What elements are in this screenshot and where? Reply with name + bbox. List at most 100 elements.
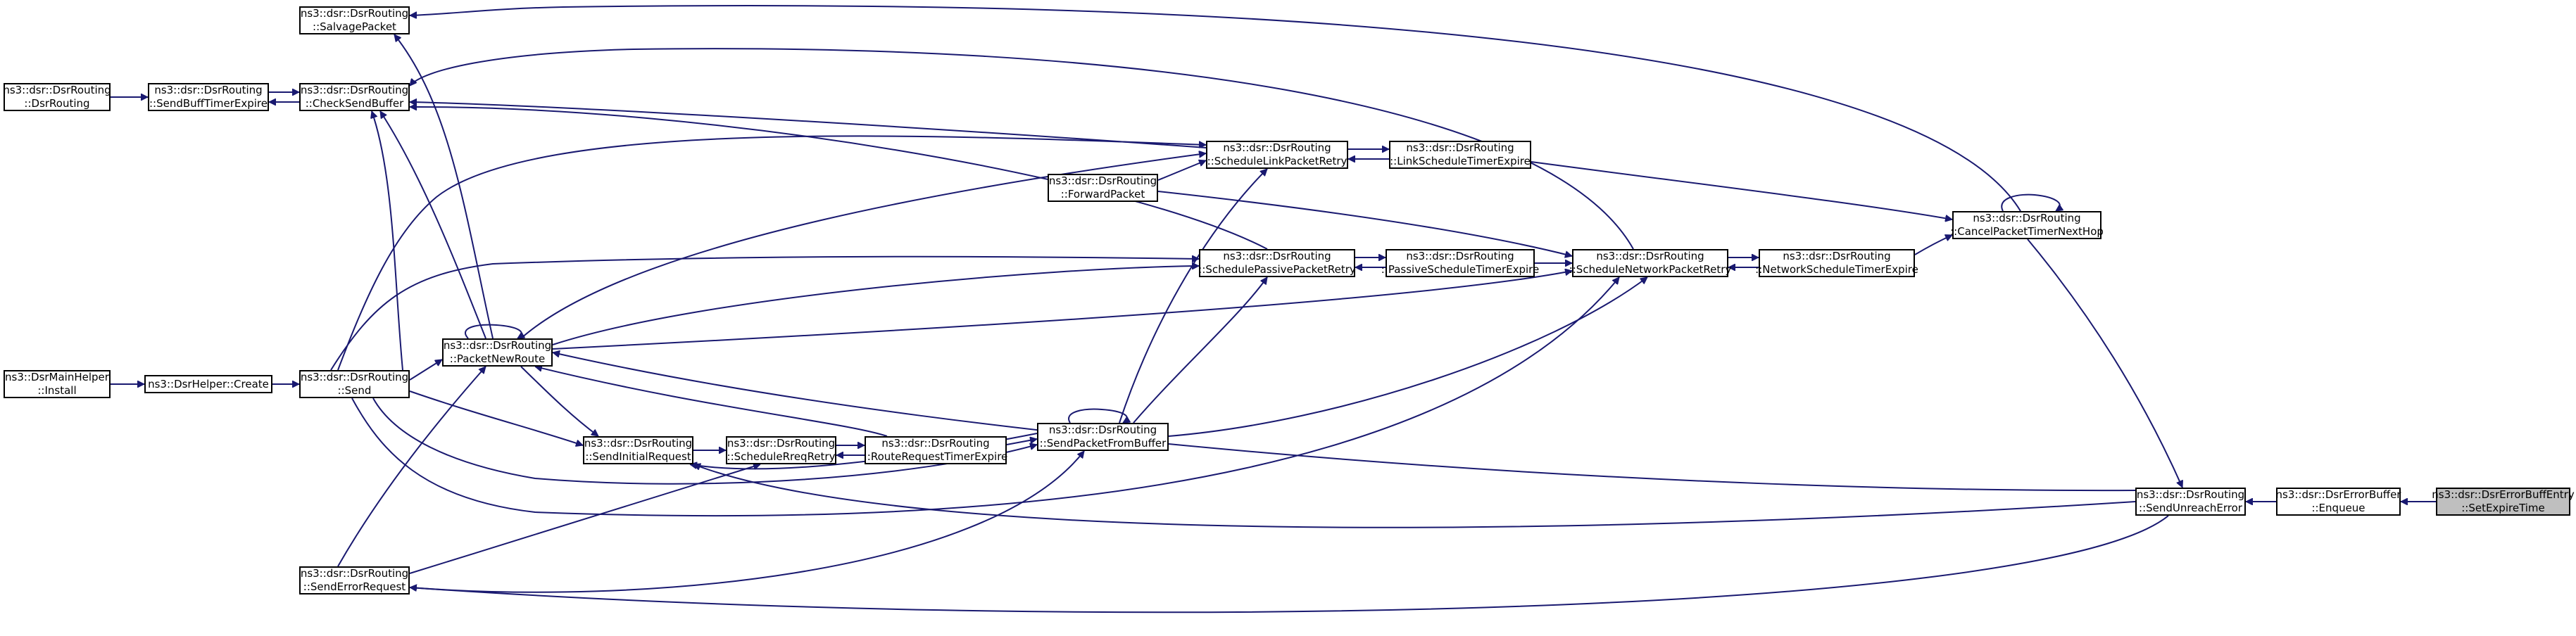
- node-forward-packet[interactable]: ns3::dsr::DsrRouting ::ForwardPacket: [1048, 174, 1158, 202]
- edge-packetnewroute-to-salvage: [394, 34, 494, 339]
- edge-sendpacketfrombuffer-to-schedulepassiveretry: [1133, 277, 1268, 424]
- node-label-line1: ns3::dsr::DsrRouting: [1406, 141, 1514, 154]
- edge-send-to-schedulepassiveretry: [330, 257, 1199, 371]
- node-label-line2: ::SendPacketFromBuffer: [1039, 437, 1167, 450]
- node-label-line1: ns3::DsrMainHelper: [5, 371, 109, 383]
- node-label-line1: ns3::dsr::DsrErrorBuffEntry: [2432, 488, 2575, 501]
- node-schedule-link-packet-retry[interactable]: ns3::dsr::DsrRouting ::ScheduleLinkPacke…: [1206, 141, 1348, 169]
- node-label-line1: ns3::dsr::DsrRouting: [1223, 250, 1331, 262]
- node-route-request-timer-expire[interactable]: ns3::dsr::DsrRouting ::RouteRequestTimer…: [863, 436, 1008, 464]
- node-label-line1: ns3::dsr::DsrRouting: [300, 371, 409, 383]
- node-label-line1: ns3::dsr::DsrRouting: [584, 437, 693, 450]
- node-label-line2: ::PassiveScheduleTimerExpire: [1381, 263, 1540, 276]
- node-passive-schedule-timer-expire[interactable]: ns3::dsr::DsrRouting ::PassiveScheduleTi…: [1381, 249, 1539, 277]
- node-label-line2: ::Enqueue: [2311, 502, 2365, 514]
- edge-packetnewroute-self: [465, 324, 522, 339]
- edge-send-to-checksendbuffer: [372, 111, 403, 371]
- node-label-line2: ::DsrRouting: [24, 97, 90, 110]
- node-label-line2: ::PacketNewRoute: [449, 352, 546, 365]
- edge-packetnewroute-to-schedulenetworkretry: [552, 271, 1572, 350]
- node-label-line2: ::ScheduleNetworkPacketRetry: [1569, 263, 1732, 276]
- node-label-line1: ns3::dsr::DsrRouting: [3, 84, 111, 96]
- node-label-line2: ::ForwardPacket: [1060, 188, 1145, 201]
- node-dsr-helper-create[interactable]: ns3::DsrHelper::Create: [144, 375, 272, 393]
- node-check-send-buffer[interactable]: ns3::dsr::DsrRouting ::CheckSendBuffer: [299, 83, 410, 111]
- edge-send-to-packetnewroute: [409, 359, 442, 381]
- edge-routerequesttimer-to-sendpacketfrombuffer: [1006, 439, 1037, 445]
- edge-linkscheduletimer-to-cancelpackettimer: [1531, 161, 1952, 220]
- node-send-initial-request[interactable]: ns3::dsr::DsrRouting ::SendInitialReques…: [583, 436, 693, 464]
- edge-packetnewroute-to-schedulelinkretry: [520, 153, 1206, 339]
- node-label-line2: ::NetworkScheduleTimerExpire: [1755, 263, 1918, 276]
- edge-sendunreacherror-to-sendinitialrequest: [693, 464, 2136, 528]
- edge-sendunreacherror-to-packetnewroute: [553, 352, 2136, 492]
- node-set-expire-time-current: ns3::dsr::DsrErrorBuffEntry ::SetExpireT…: [2432, 488, 2575, 516]
- node-send-unreach-error[interactable]: ns3::dsr::DsrRouting ::SendUnreachError: [2135, 488, 2246, 516]
- node-label-line2: ::RouteRequestTimerExpire: [863, 450, 1008, 463]
- edge-cancelpackettimer-to-salvage: [410, 5, 2021, 212]
- node-packet-new-route[interactable]: ns3::dsr::DsrRouting ::PacketNewRoute: [442, 338, 553, 367]
- node-link-schedule-timer-expire[interactable]: ns3::dsr::DsrRouting ::LinkScheduleTimer…: [1389, 141, 1531, 169]
- node-send-error-request[interactable]: ns3::dsr::DsrRouting ::SendErrorRequest: [299, 566, 410, 594]
- node-label-line2: ::SendErrorRequest: [303, 580, 406, 593]
- node-label-line1: ns3::dsr::DsrRouting: [300, 567, 409, 580]
- node-label-line1: ns3::dsr::DsrRouting: [1406, 250, 1514, 262]
- node-label-line1: ns3::dsr::DsrRouting: [881, 437, 990, 450]
- node-schedule-rreq-retry[interactable]: ns3::dsr::DsrRouting ::ScheduleRreqRetry: [726, 436, 836, 464]
- node-label-line1: ns3::DsrHelper::Create: [148, 377, 269, 390]
- node-label-line2: ::ScheduleRreqRetry: [727, 450, 836, 463]
- node-label-line1: ns3::dsr::DsrRouting: [1048, 424, 1157, 436]
- edge-networkscheduletimer-to-cancelpackettimer: [1914, 234, 1952, 255]
- edge-sendunreacherror-to-senderrorrequest: [410, 515, 2169, 613]
- node-label-line2: ::LinkScheduleTimerExpire: [1390, 155, 1531, 167]
- edge-forwardpacket-to-schedulenetworkretry: [1157, 191, 1572, 256]
- edge-senderrorrequest-to-schedulereqretry: [409, 464, 760, 574]
- edge-packetnewroute-to-checksendbuffer: [379, 111, 486, 339]
- node-schedule-passive-packet-retry[interactable]: ns3::dsr::DsrRouting ::SchedulePassivePa…: [1198, 249, 1356, 277]
- node-label-line1: ns3::dsr::DsrRouting: [2136, 488, 2245, 501]
- node-label-line2: ::Install: [37, 384, 77, 397]
- node-label-line1: ns3::dsr::DsrRouting: [443, 339, 552, 352]
- edge-senderrorrequest-to-sendpacketfrombuffer: [409, 451, 1085, 593]
- node-cancel-packet-timer-next-hop[interactable]: ns3::dsr::DsrRouting ::CancelPacketTimer…: [1950, 211, 2104, 239]
- node-label-line2: ::SalvagePacket: [313, 20, 396, 33]
- node-send-buff-timer-expire[interactable]: ns3::dsr::DsrRouting ::SendBuffTimerExpi…: [148, 83, 269, 111]
- node-label-line1: ns3::dsr::DsrRouting: [300, 84, 409, 96]
- node-dsr-routing-constructor[interactable]: ns3::dsr::DsrRouting ::DsrRouting: [3, 83, 111, 111]
- node-label-line2: ::SendBuffTimerExpire: [149, 97, 268, 110]
- edge-cancelpackettimer-self: [2001, 193, 2060, 212]
- edge-sendpacketfrombuffer-to-schedulenetworkretry: [1168, 276, 1647, 437]
- node-send-packet-from-buffer[interactable]: ns3::dsr::DsrRouting ::SendPacketFromBuf…: [1037, 423, 1169, 451]
- node-network-schedule-timer-expire[interactable]: ns3::dsr::DsrRouting ::NetworkScheduleTi…: [1755, 249, 1918, 277]
- edge-send-to-sendinitialrequest: [409, 390, 583, 445]
- node-label-line2: ::SetExpireTime: [2461, 502, 2545, 514]
- node-salvage-packet[interactable]: ns3::dsr::DsrRouting ::SalvagePacket: [299, 6, 410, 34]
- node-label-line2: ::SendInitialRequest: [585, 450, 691, 463]
- node-label-line1: ns3::dsr::DsrRouting: [1223, 141, 1331, 154]
- node-schedule-network-packet-retry[interactable]: ns3::dsr::DsrRouting ::ScheduleNetworkPa…: [1569, 249, 1731, 277]
- edge-packetnewroute-to-sendinitialrequest: [520, 366, 598, 437]
- edge-senderrorrequest-to-packetnewroute: [337, 367, 486, 567]
- node-send[interactable]: ns3::dsr::DsrRouting ::Send: [299, 370, 410, 398]
- edge-schedulelinkretry-to-checksendbuffer: [410, 102, 1207, 148]
- edge-send-to-schedulelinkretry: [337, 135, 1206, 371]
- edge-routerequesttimer-to-packetnewroute: [535, 367, 888, 437]
- node-error-buffer-enqueue[interactable]: ns3::dsr::DsrErrorBuffer ::Enqueue: [2276, 488, 2401, 516]
- node-label-line1: ns3::dsr::DsrRouting: [727, 437, 836, 450]
- edge-cancelpackettimer-to-sendunreacherror: [2027, 238, 2182, 488]
- edge-schedulepassiveretry-to-checksendbuffer: [410, 107, 1268, 250]
- node-label-line2: ::SendUnreachError: [2139, 502, 2242, 514]
- node-label-line1: ns3::dsr::DsrRouting: [1596, 250, 1704, 262]
- edge-send-to-schedulenetworkretry: [351, 277, 1620, 517]
- node-label-line2: ::CheckSendBuffer: [305, 97, 404, 110]
- node-label-line2: ::ScheduleLinkPacketRetry: [1207, 155, 1347, 167]
- edge-sendpacketfrombuffer-to-schedulelinkretry: [1119, 169, 1267, 424]
- node-label-line2: ::Send: [337, 384, 372, 397]
- node-label-line2: ::SchedulePassivePacketRetry: [1198, 263, 1356, 276]
- node-label-line1: ns3::dsr::DsrRouting: [1973, 212, 2081, 224]
- edge-packetnewroute-to-schedulepassiveretry: [552, 266, 1199, 345]
- edge-send-to-sendpacketfrombuffer: [372, 398, 1037, 485]
- node-dsr-main-helper-install[interactable]: ns3::DsrMainHelper ::Install: [4, 370, 111, 398]
- node-label-line1: ns3::dsr::DsrRouting: [1783, 250, 1891, 262]
